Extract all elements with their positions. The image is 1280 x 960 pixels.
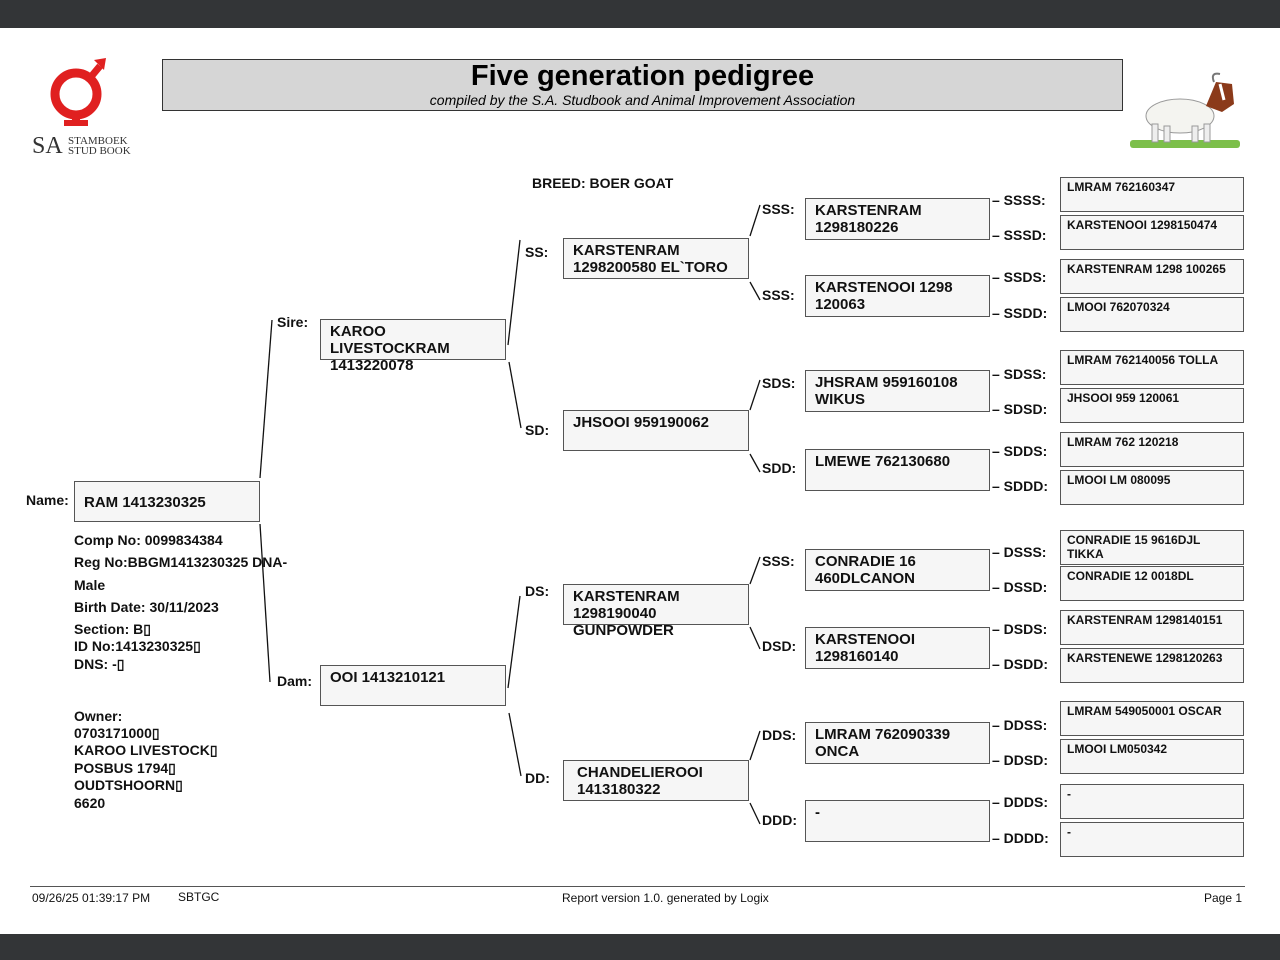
great-great-grandparent-box: KARSTENOOI 1298150474	[1060, 215, 1244, 250]
grandparent-box: CHANDELIEROOI 1413180322	[563, 760, 749, 801]
great-great-grandparent-label: – SDSS:	[992, 366, 1047, 382]
grandparent-label: SS:	[525, 244, 549, 260]
name-label: Name:	[26, 492, 69, 508]
great-great-grandparent-label: – DDSD:	[992, 752, 1049, 768]
page-title: Five generation pedigree	[470, 60, 815, 92]
grandparent-box: JHSOOI 959190062	[563, 410, 749, 451]
owner-label: Owner:	[74, 708, 123, 724]
footer-divider	[30, 886, 1245, 887]
great-great-grandparent-box: -	[1060, 822, 1244, 857]
great-grandparent-label: SDS:	[762, 375, 796, 391]
reg-no: Reg No:BBGM1413230325 DNA-	[74, 554, 288, 570]
svg-text:SA: SA	[32, 133, 63, 156]
footer-timestamp: 09/26/25 01:39:17 PM	[32, 891, 151, 905]
great-great-grandparent-label: – DDDS:	[992, 794, 1049, 810]
great-great-grandparent-label: – DSDD:	[992, 656, 1049, 672]
grandparent-label: DD:	[525, 770, 550, 786]
footer-code: SBTGC	[178, 890, 220, 904]
id-no: ID No:1413230325▯	[74, 638, 201, 654]
bottom-bar	[0, 934, 1280, 960]
great-grandparent-label: DSD:	[762, 638, 797, 654]
great-grandparent-label: SDD:	[762, 460, 797, 476]
great-great-grandparent-label: – DDSS:	[992, 717, 1048, 733]
section: Section: B▯	[74, 621, 151, 637]
great-grandparent-box: -	[805, 800, 990, 842]
great-great-grandparent-box: KARSTENRAM 1298140151	[1060, 610, 1244, 645]
great-great-grandparent-label: – DSSD:	[992, 579, 1048, 595]
owner-line: 6620	[74, 795, 106, 811]
animal-name-box: RAM 1413230325	[74, 481, 260, 522]
great-great-grandparent-box: LMOOI LM050342	[1060, 739, 1244, 774]
parent-box-sire: KAROO LIVESTOCKRAM 1413220078	[320, 319, 506, 374]
grandparent-box: KARSTENRAM 1298200580 EL`TORO	[563, 238, 749, 279]
great-grandparent-box: KARSTENRAM 1298180226	[805, 198, 990, 240]
great-great-grandparent-label: – SDDS:	[992, 443, 1048, 459]
great-great-grandparent-label: – SDSD:	[992, 401, 1048, 417]
great-great-grandparent-box: LMRAM 762160347	[1060, 177, 1244, 212]
great-grandparent-label: DDS:	[762, 727, 797, 743]
footer-page: Page 1	[1204, 891, 1243, 905]
owner-line: KAROO LIVESTOCK▯	[74, 742, 218, 758]
owner-line: 0703171000▯	[74, 725, 160, 741]
great-great-grandparent-label: – SDDD:	[992, 478, 1049, 494]
great-great-grandparent-label: – SSDS:	[992, 269, 1047, 285]
owner-line: OUDTSHOORN▯	[74, 777, 183, 793]
great-great-grandparent-label: – SSSD:	[992, 227, 1047, 243]
svg-text:STAMBOEK: STAMBOEK	[68, 135, 128, 147]
owner-line: POSBUS 1794▯	[74, 760, 176, 776]
great-grandparent-label: SSS:	[762, 201, 795, 217]
great-great-grandparent-box: LMRAM 762 120218	[1060, 432, 1244, 467]
great-grandparent-box: LMEWE 762130680	[805, 449, 990, 491]
page-subtitle: compiled by the S.A. Studbook and Animal…	[429, 92, 856, 108]
boer-goat-image	[1130, 68, 1242, 152]
great-great-grandparent-label: – DDDD:	[992, 830, 1049, 846]
svg-text:STUD BOOK: STUD BOOK	[68, 145, 131, 156]
great-great-grandparent-box: LMOOI 762070324	[1060, 297, 1244, 332]
title-banner: Five generation pedigree compiled by the…	[162, 59, 1123, 111]
studbook-logo: SA STAMBOEK STUD BOOK	[30, 56, 135, 159]
birth-date: Birth Date: 30/11/2023	[74, 599, 219, 615]
great-great-grandparent-label: – DSDS:	[992, 621, 1048, 637]
great-great-grandparent-box: KARSTENEWE 1298120263	[1060, 648, 1244, 683]
comp-no: Comp No: 0099834384	[74, 532, 223, 548]
footer-report: Report version 1.0. generated by Logix	[562, 891, 769, 905]
great-great-grandparent-box: CONRADIE 15 9616DJL TIKKA	[1060, 530, 1244, 565]
top-bar	[0, 0, 1280, 28]
great-great-grandparent-box: LMRAM 762140056 TOLLA	[1060, 350, 1244, 385]
great-grandparent-box: KARSTENOOI 1298160140	[805, 627, 990, 669]
breed-label: BREED: BOER GOAT	[532, 175, 674, 191]
great-grandparent-box: CONRADIE 16 460DLCANON	[805, 549, 990, 591]
great-grandparent-label: SSS:	[762, 287, 795, 303]
dns: DNS: -▯	[74, 656, 125, 672]
great-great-grandparent-box: LMRAM 549050001 OSCAR	[1060, 701, 1244, 736]
great-great-grandparent-label: – SSSS:	[992, 192, 1046, 208]
great-great-grandparent-label: – DSSS:	[992, 544, 1047, 560]
great-grandparent-label: DDD:	[762, 812, 797, 828]
great-grandparent-box: JHSRAM 959160108 WIKUS	[805, 370, 990, 412]
parent-label: Dam:	[277, 673, 313, 689]
great-great-grandparent-box: KARSTENRAM 1298 100265	[1060, 259, 1244, 294]
great-grandparent-box: LMRAM 762090339 ONCA	[805, 722, 990, 764]
great-great-grandparent-box: -	[1060, 784, 1244, 819]
grandparent-box: KARSTENRAM 1298190040 GUNPOWDER	[563, 584, 749, 639]
great-great-grandparent-box: LMOOI LM 080095	[1060, 470, 1244, 505]
great-great-grandparent-box: JHSOOI 959 120061	[1060, 388, 1244, 423]
great-great-grandparent-label: – SSDD:	[992, 305, 1048, 321]
parent-label: Sire:	[277, 314, 309, 330]
great-great-grandparent-box: CONRADIE 12 0018DL	[1060, 566, 1244, 601]
great-grandparent-box: KARSTENOOI 1298 120063	[805, 275, 990, 317]
grandparent-label: DS:	[525, 583, 550, 599]
sex: Male	[74, 577, 106, 593]
grandparent-label: SD:	[525, 422, 550, 438]
great-grandparent-label: SSS:	[762, 553, 795, 569]
parent-box-dam: OOI 1413210121	[320, 665, 506, 706]
